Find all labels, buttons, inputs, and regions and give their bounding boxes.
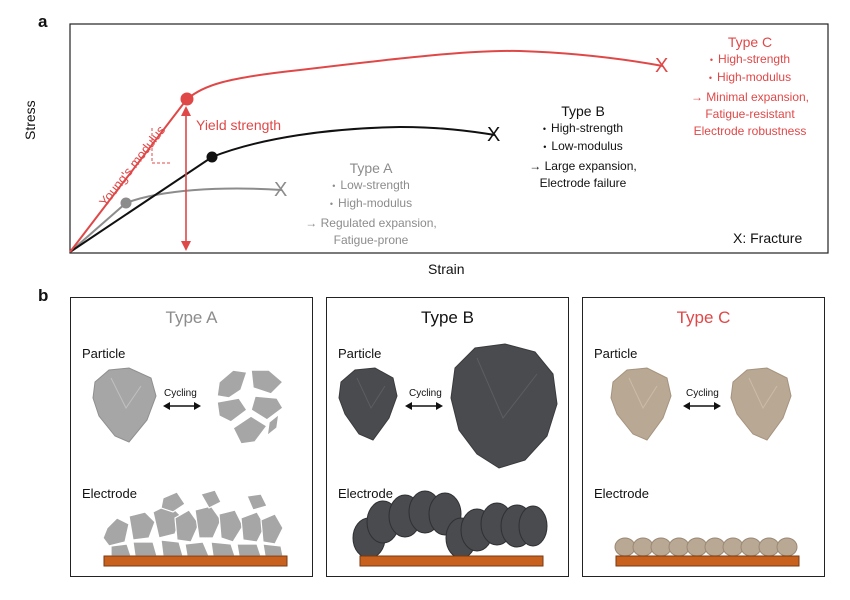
card-type-b-title: Type B — [421, 308, 474, 327]
card-type-a-title: Type A — [165, 308, 218, 327]
card-type-a-particle-label: Particle — [82, 346, 126, 361]
panel-b-letter: b — [38, 286, 49, 305]
type-b-fracture-mark: X — [487, 124, 501, 146]
type-b-arrow-text1: → Large expansion, — [529, 159, 637, 173]
type-c-arrow-text1: → Minimal expansion, — [690, 90, 810, 104]
card-type-b-electrode-label: Electrode — [338, 486, 393, 501]
yield-arrow-head-bottom — [181, 241, 191, 251]
stress-strain-plot — [69, 23, 829, 254]
card-type-a: Type A Particle Cycling Electrode — [70, 297, 313, 577]
type-a-bullet1: • Low-strength — [332, 178, 410, 192]
modulus-triangle — [151, 128, 170, 164]
type-c-arrow-text3: Electrode robustness — [693, 124, 807, 138]
type-a-cracked-particle — [216, 369, 285, 445]
card-type-b-illustration — [338, 343, 558, 567]
card-type-c-electrode-label: Electrode — [594, 486, 649, 501]
card-type-c-cycling-label: Cycling — [686, 388, 719, 399]
card-type-a-cycling-label: Cycling — [164, 388, 197, 399]
type-c-electrode-particles — [614, 537, 798, 557]
y-axis-title: Stress — [22, 100, 38, 140]
type-a-curve — [69, 187, 283, 253]
type-b-expanded-particle — [450, 343, 558, 469]
type-b-yield-point — [206, 151, 218, 163]
card-type-b-particle-label: Particle — [338, 346, 382, 361]
type-a-arrow-text1: → Regulated expansion, — [305, 216, 437, 230]
yield-arrow-head-top — [181, 106, 191, 116]
type-c-annotation: Type C • High-strength • High-modulus → … — [675, 34, 825, 140]
fracture-legend: X: Fracture — [733, 230, 803, 246]
type-b-substrate — [359, 555, 544, 567]
type-a-annotation: Type A • Low-strength • High-modulus → R… — [296, 160, 446, 249]
x-axis-title: Strain — [428, 261, 465, 277]
type-a-arrow-text2: Fatigue-prone — [333, 233, 409, 247]
card-type-c: Type C Particle Cycling Electrode — [582, 297, 825, 577]
card-type-a-electrode-label: Electrode — [82, 486, 137, 501]
type-c-bullet1: • High-strength — [709, 52, 791, 66]
type-b-bullet2: • Low-modulus — [543, 139, 623, 153]
type-a-bullet2: • High-modulus — [329, 196, 413, 210]
yield-strength-label: Yield strength — [196, 117, 282, 133]
plot-frame — [69, 23, 829, 254]
type-a-fracture-mark: X — [274, 179, 288, 201]
type-a-substrate — [103, 555, 288, 567]
type-c-curve — [69, 49, 664, 253]
type-a-name: Type A — [349, 160, 393, 176]
type-b-name: Type B — [561, 103, 605, 119]
type-a-electrode-particles — [102, 489, 284, 557]
type-b-curve — [69, 125, 496, 253]
type-a-yield-point — [120, 197, 132, 209]
type-c-name: Type C — [727, 34, 773, 50]
card-type-c-illustration — [610, 367, 800, 567]
panel-a-letter: a — [38, 12, 48, 31]
type-b-small-particle — [338, 367, 398, 441]
type-c-fracture-mark: X — [655, 55, 669, 77]
type-b-bullet1: • High-strength — [542, 121, 624, 135]
type-b-annotation: Type B • High-strength • Low-modulus → L… — [508, 103, 658, 192]
type-b-electrode-particles — [352, 490, 548, 559]
card-type-c-title: Type C — [676, 308, 731, 327]
type-c-arrow-text2: Fatigue-resistant — [705, 107, 795, 121]
card-type-b-cycling-label: Cycling — [409, 388, 442, 399]
type-c-yield-point — [180, 92, 194, 106]
card-type-b: Type B Particle Cycling Electrode — [326, 297, 569, 577]
type-b-arrow-text2: Electrode failure — [539, 176, 627, 190]
type-c-substrate — [615, 555, 800, 567]
card-type-c-particle-label: Particle — [594, 346, 638, 361]
type-c-bullet2: • High-modulus — [708, 70, 792, 84]
card-type-a-illustration — [92, 367, 288, 567]
